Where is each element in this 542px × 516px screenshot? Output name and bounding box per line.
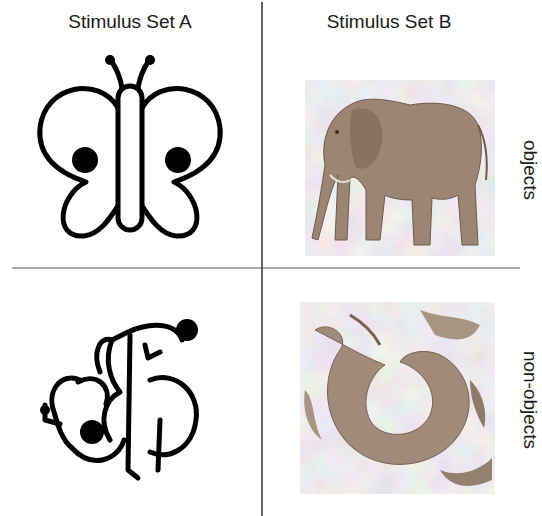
scrambled-drawing [45,325,196,478]
scrambled-image [300,302,495,494]
column-heading: Stimulus Set B [327,12,452,33]
divider-line [261,2,263,516]
divider-line [12,268,520,269]
elephant-image [305,80,495,256]
column-heading: Stimulus Set A [68,12,192,33]
butterfly-drawing [40,62,220,236]
row-label: objects [520,140,541,200]
row-label: non-objects [520,351,541,449]
